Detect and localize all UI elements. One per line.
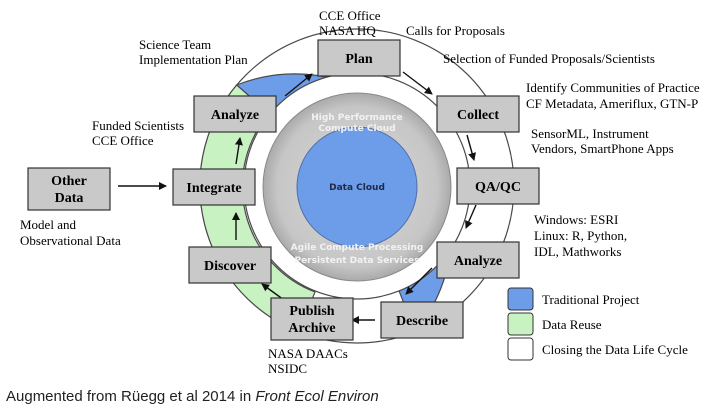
arrow-collect-qaqc xyxy=(466,134,476,161)
note-nasa-daacs: NASA DAACs xyxy=(268,346,348,361)
legend-label-traditional: Traditional Project xyxy=(542,292,640,307)
arrow-qaqc-analyze xyxy=(465,204,477,229)
qaqc-box: QA/QC xyxy=(456,167,540,205)
arrow-integrate-analyze xyxy=(234,137,243,165)
integrate-box: Integrate xyxy=(172,168,256,206)
other-label: Other xyxy=(51,174,87,189)
note-selection: Selection of Funded Proposals/Scientists xyxy=(443,51,655,66)
discover-box: Discover xyxy=(188,246,272,284)
caption-journal: Front Ecol Environ xyxy=(255,388,379,405)
discover-label: Discover xyxy=(204,259,256,274)
note-funded-cce: CCE Office xyxy=(92,133,154,148)
note-communities: Identify Communities of Practice xyxy=(526,80,700,95)
note-funded-scientists: Funded Scientists xyxy=(92,118,184,133)
collect-label: Collect xyxy=(457,108,499,123)
note-cf-metadata: CF Metadata, Ameriflux, GTN-P xyxy=(526,96,698,111)
legend-item-traditional: Traditional Project xyxy=(507,287,640,311)
legend-swatch-traditional xyxy=(507,287,534,311)
arrow-analyze-plan xyxy=(284,73,313,97)
collect-box: Collect xyxy=(436,95,520,133)
note-observational: Observational Data xyxy=(20,233,121,248)
note-cce-office: CCE Office xyxy=(319,8,381,23)
agile-compute-label: Agile Compute Processing xyxy=(291,243,424,253)
other-data-box: Other Data xyxy=(27,167,111,211)
note-science-team: Science Team xyxy=(139,37,211,52)
legend-swatch-reuse xyxy=(507,312,534,336)
plan-label: Plan xyxy=(345,52,372,67)
legend-item-closing: Closing the Data Life Cycle xyxy=(507,337,688,361)
describe-label: Describe xyxy=(396,314,448,329)
analyze-right-label: Analyze xyxy=(454,254,502,269)
stage-arrows xyxy=(118,71,477,324)
caption-prefix: Augmented from Rüegg et al 2014 in xyxy=(6,388,256,405)
legend: Traditional Project Data Reuse Closing t… xyxy=(507,287,688,361)
note-model: Model and xyxy=(20,217,76,232)
arrow-plan-collect xyxy=(402,71,433,95)
archive-label: Archive xyxy=(288,321,335,336)
qaqc-label: QA/QC xyxy=(475,180,521,195)
note-calls: Calls for Proposals xyxy=(406,23,505,38)
annotations: CCE Office NASA HQ Calls for Proposals S… xyxy=(20,8,700,376)
plan-box: Plan xyxy=(317,39,401,77)
legend-swatch-closing xyxy=(507,337,534,361)
compute-core: High Performance Compute Cloud Data Clou… xyxy=(262,92,452,282)
publish-label: Publish xyxy=(289,304,334,319)
compute-cloud-label-2: Compute Cloud xyxy=(318,124,395,134)
persistent-services-label: Persistent Data Services xyxy=(294,256,419,266)
note-nasa-hq: NASA HQ xyxy=(319,23,376,38)
integrate-label: Integrate xyxy=(186,181,241,196)
source-caption: Augmented from Rüegg et al 2014 in Front… xyxy=(6,388,379,405)
note-linux: Linux: R, Python, xyxy=(534,228,627,243)
note-implementation-plan: Implementation Plan xyxy=(139,52,248,67)
note-sensorml: SensorML, Instrument xyxy=(531,126,649,141)
legend-label-reuse: Data Reuse xyxy=(542,317,602,332)
compute-cloud-label-1: High Performance xyxy=(311,113,403,123)
analyze-right-box: Analyze xyxy=(436,241,520,279)
data-label: Data xyxy=(55,191,84,206)
arrow-publish-discover xyxy=(261,283,285,301)
analyze-left-label: Analyze xyxy=(211,108,259,123)
note-nsidc: NSIDC xyxy=(268,361,307,376)
arrow-analyze-describe xyxy=(405,267,433,295)
stage-boxes: Plan Collect QA/QC Analyze Describe Publ… xyxy=(27,39,540,341)
data-cloud-label: Data Cloud xyxy=(329,183,385,193)
legend-label-closing: Closing the Data Life Cycle xyxy=(542,342,688,357)
publish-archive-box: Publish Archive xyxy=(270,297,354,341)
data-cloud-circle xyxy=(296,126,418,248)
note-windows: Windows: ESRI xyxy=(534,212,618,227)
note-idl: IDL, Mathworks xyxy=(534,244,621,259)
analyze-left-box: Analyze xyxy=(193,95,277,133)
note-vendors: Vendors, SmartPhone Apps xyxy=(531,141,674,156)
legend-item-reuse: Data Reuse xyxy=(507,312,602,336)
describe-box: Describe xyxy=(380,301,464,339)
